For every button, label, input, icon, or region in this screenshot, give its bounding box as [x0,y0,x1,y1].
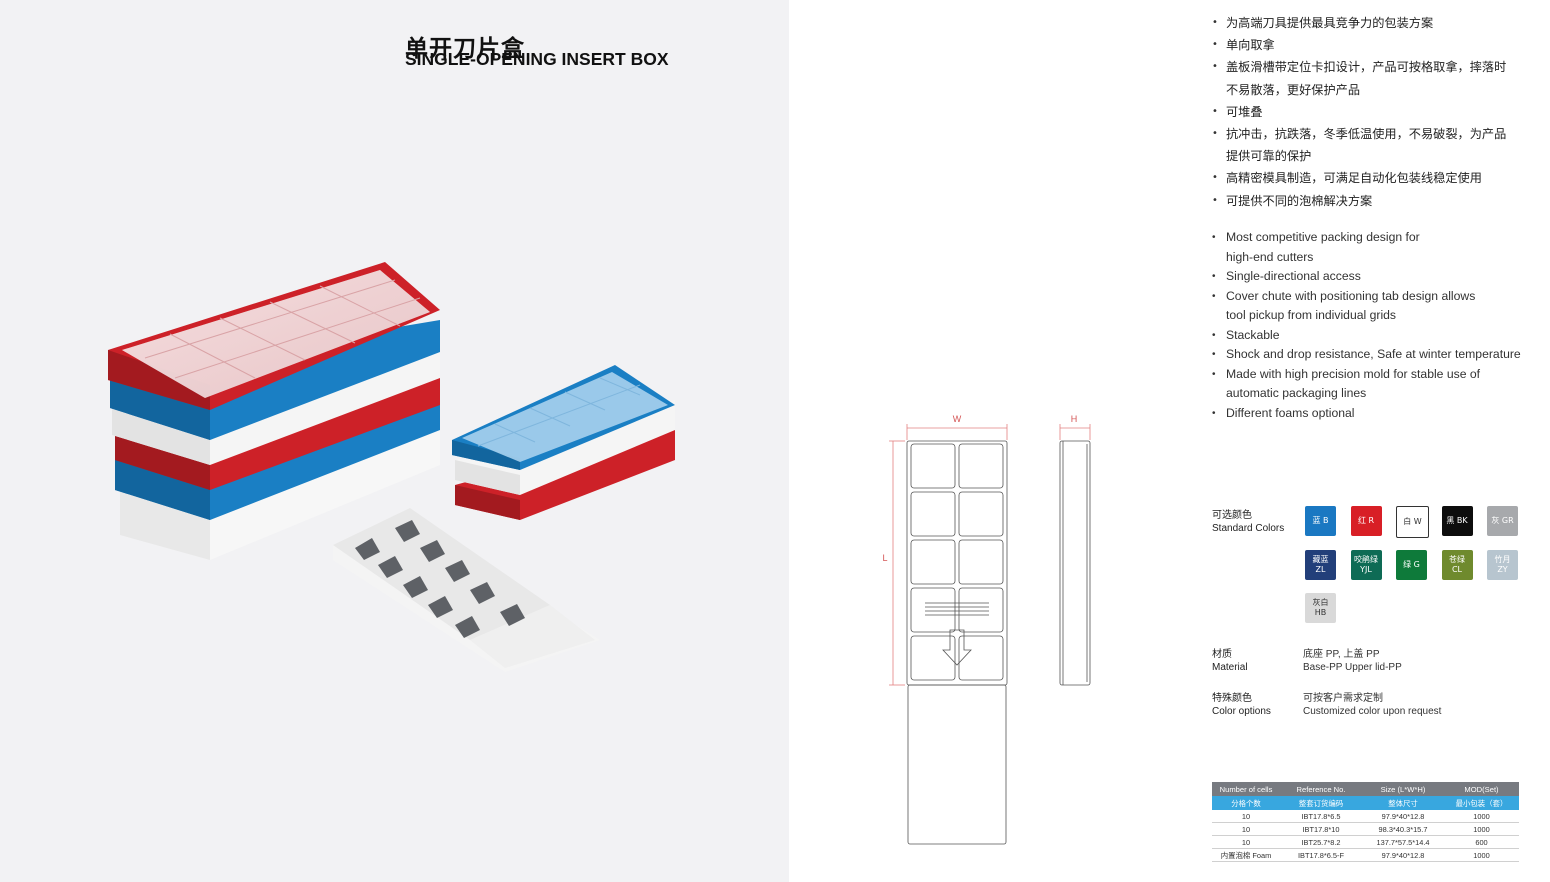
swatch-code: ZL [1315,564,1326,574]
color-swatch: 蓝 B [1305,506,1336,536]
spec-table: Number of cells Reference No. Size (L*W*… [1212,782,1519,862]
list-item-continued: high-end cutters [1226,249,1314,264]
swatch-code: ZY [1497,564,1508,574]
swatch-code: CL [1451,564,1463,574]
color-swatch: 绿 G [1396,549,1427,580]
swatch-code: YJL [1360,564,1372,574]
list-item: 单向取拿 [1212,34,1532,56]
page-title-cn: 单开刀片盒 [405,36,525,63]
list-item-continued: automatic packaging lines [1226,386,1367,400]
color-options-value: 可按客户需求定制 Customized color upon request [1303,693,1442,717]
swatch-name: 白 W [1403,517,1422,526]
list-item: Most competitive packing design for [1212,228,1532,248]
list-item-continued: tool pickup from individual grids [1226,308,1397,322]
list-item: Cover chute with positioning tab design … [1212,287,1532,307]
color-swatch: 白 W [1396,506,1429,538]
swatch-name: 藏蓝 [1312,554,1329,564]
table-header-cn: 分格个数 整套订货编码 整体尺寸 最小包装（套） [1212,796,1519,810]
swatch-name: 灰白 [1312,598,1329,607]
page-title-en: SINGLE-OPENING INSERT BOX [405,49,669,69]
table-row: 10 IBT25.7*8.2 137.7*57.5*14.4 600 [1212,835,1519,849]
features-list-en: Most competitive packing design for high… [1212,228,1532,423]
table-row: 内置泡棉 Foam IBT17.8*6.5-F 97.9*40*12.8 100… [1212,848,1519,862]
features-list-cn: 为高端刀具提供最具竞争力的包装方案 单向取拿 盖板滑槽带定位卡扣设计，产品可按格… [1212,12,1532,212]
swatch-name: 咬鹃绿 [1354,554,1378,564]
swatch-code: HB [1314,608,1327,617]
color-swatch: 灰 GR [1487,506,1518,536]
color-options-label: 特殊颜色 Color options [1212,693,1271,717]
list-item: Single-directional access [1212,267,1532,287]
table-header-en: Number of cells Reference No. Size (L*W*… [1212,782,1519,796]
open-insert-tray [333,508,600,672]
table-row: 10 IBT17.8*6.5 97.9*40*12.8 1000 [1212,810,1519,823]
list-item: 为高端刀具提供最具竞争力的包装方案 [1212,12,1532,34]
dimension-label-l: L [882,553,887,563]
list-item-continued: 提供可靠的保护 [1226,149,1312,164]
stacked-boxes-large [108,262,440,560]
color-swatch: 黑 BK [1441,506,1473,536]
dimension-label-w: W [953,414,962,424]
list-item: 可提供不同的泡棉解决方案 [1212,190,1532,212]
list-item: 可堆叠 [1212,101,1532,123]
stacked-boxes-small [452,365,675,520]
material-value: 底座 PP, 上盖 PP Base-PP Upper lid-PP [1303,649,1402,673]
list-item: 盖板滑槽带定位卡扣设计，产品可按格取拿，摔落时 [1212,56,1532,78]
list-item: Made with high precision mold for stable… [1212,365,1532,385]
color-swatch: 红 R [1350,506,1382,536]
swatch-name: 红 R [1357,516,1375,525]
standard-colors-label: 可选颜色 Standard Colors [1212,510,1285,534]
list-item: 高精密模具制造，可满足自动化包装线稳定使用 [1212,167,1532,189]
swatch-name: 苍绿 [1449,554,1465,564]
list-item: Shock and drop resistance, Safe at winte… [1212,345,1532,365]
table-row: 10 IBT17.8*10 98.3*40.3*15.7 1000 [1212,822,1519,836]
product-photo [108,262,675,672]
list-item: Different foams optional [1212,404,1532,424]
list-item: 抗冲击，抗跌落，冬季低温使用，不易破裂，为产品 [1212,123,1532,145]
list-item-continued: 不易散落，更好保护产品 [1226,82,1361,97]
technical-drawing: W H L [882,414,1091,845]
swatch-name: 竹月 [1494,554,1511,564]
swatch-name: 黑 BK [1446,516,1468,525]
material-label: 材质 Material [1212,649,1248,673]
dimension-label-h: H [1071,414,1078,424]
swatch-name: 蓝 B [1312,516,1329,525]
list-item: Stackable [1212,326,1532,346]
swatch-name: 绿 G [1403,559,1420,569]
swatch-name: 灰 GR [1491,516,1514,525]
